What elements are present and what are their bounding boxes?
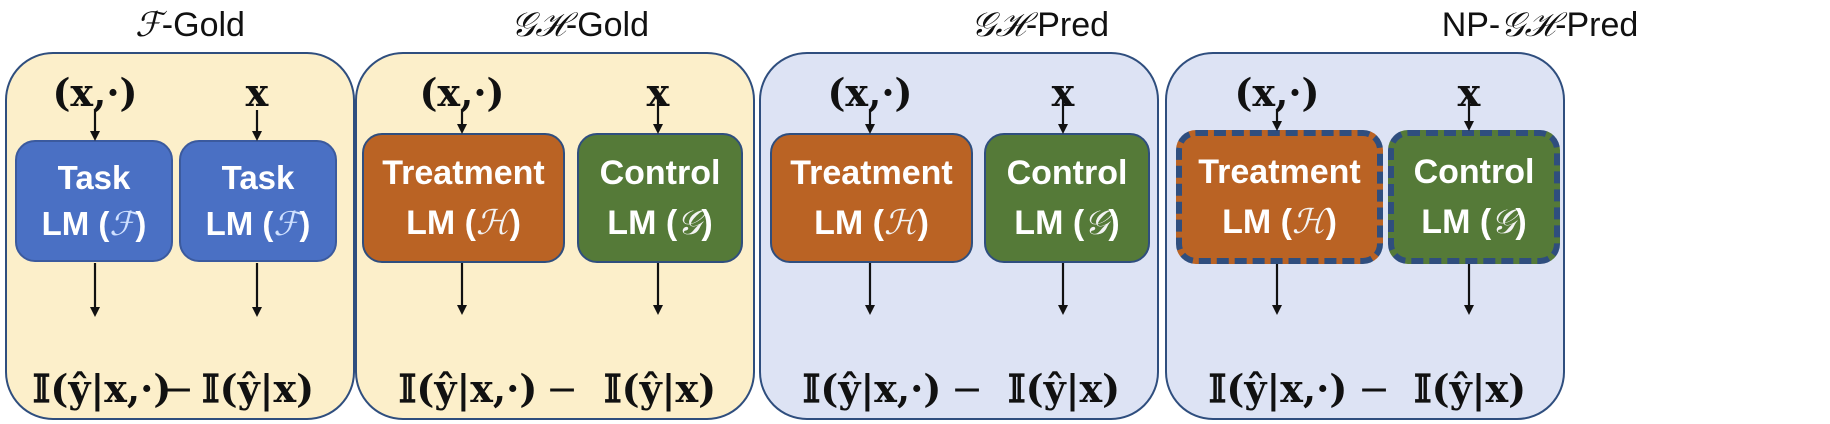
formula-control-term: 𝕀(ŷ|x) <box>1007 366 1121 411</box>
control-lm-box: Control LM (𝒢) <box>577 133 743 263</box>
control-lm-box: Control LM (𝒢) <box>984 133 1150 263</box>
input-x: x <box>1457 70 1481 115</box>
panel-title-gh-gold: 𝒢ℋ-Gold <box>510 5 650 45</box>
formula-treatment-term: 𝕀(ŷ|x,·) <box>398 366 538 411</box>
panel-title-f-gold: ℱ-Gold <box>135 5 245 45</box>
input-x: x <box>1051 70 1075 115</box>
input-x: x <box>245 70 269 115</box>
formula-treatment-term: 𝕀(ŷ|x,·) <box>32 366 172 411</box>
treatment-lm-box: Treatment LM (ℋ) <box>362 133 565 263</box>
task-lm-box: Task LM (ℱ) <box>179 140 337 262</box>
input-x-with-context: (x,·) <box>1234 70 1320 115</box>
input-x-with-context: (x,·) <box>827 70 913 115</box>
minus-sign: − <box>162 367 194 411</box>
input-x: x <box>646 70 670 115</box>
minus-sign: − <box>1358 367 1390 411</box>
formula-control-term: 𝕀(ŷ|x) <box>603 366 717 411</box>
treatment-lm-box: Treatment LM (ℋ) <box>770 133 973 263</box>
formula-treatment-term: 𝕀(ŷ|x,·) <box>802 366 942 411</box>
treatment-lm-box-dashed: Treatment LM (ℋ) <box>1176 130 1383 264</box>
task-lm-box: Task LM (ℱ) <box>15 140 173 262</box>
panel-title-gh-pred: 𝒢ℋ-Pred <box>970 5 1110 45</box>
control-lm-box-dashed: Control LM (𝒢) <box>1388 130 1560 264</box>
panel-title-np-gh-pred: NP-𝒢ℋ-Pred <box>1441 5 1639 45</box>
formula-control-term: 𝕀(ŷ|x) <box>1413 366 1527 411</box>
formula-treatment-term: 𝕀(ŷ|x,·) <box>1208 366 1348 411</box>
formula-control-term: 𝕀(ŷ|x) <box>201 366 315 411</box>
input-x-with-context: (x,·) <box>52 70 138 115</box>
minus-sign: − <box>951 367 983 411</box>
minus-sign: − <box>546 367 578 411</box>
input-x-with-context: (x,·) <box>419 70 505 115</box>
